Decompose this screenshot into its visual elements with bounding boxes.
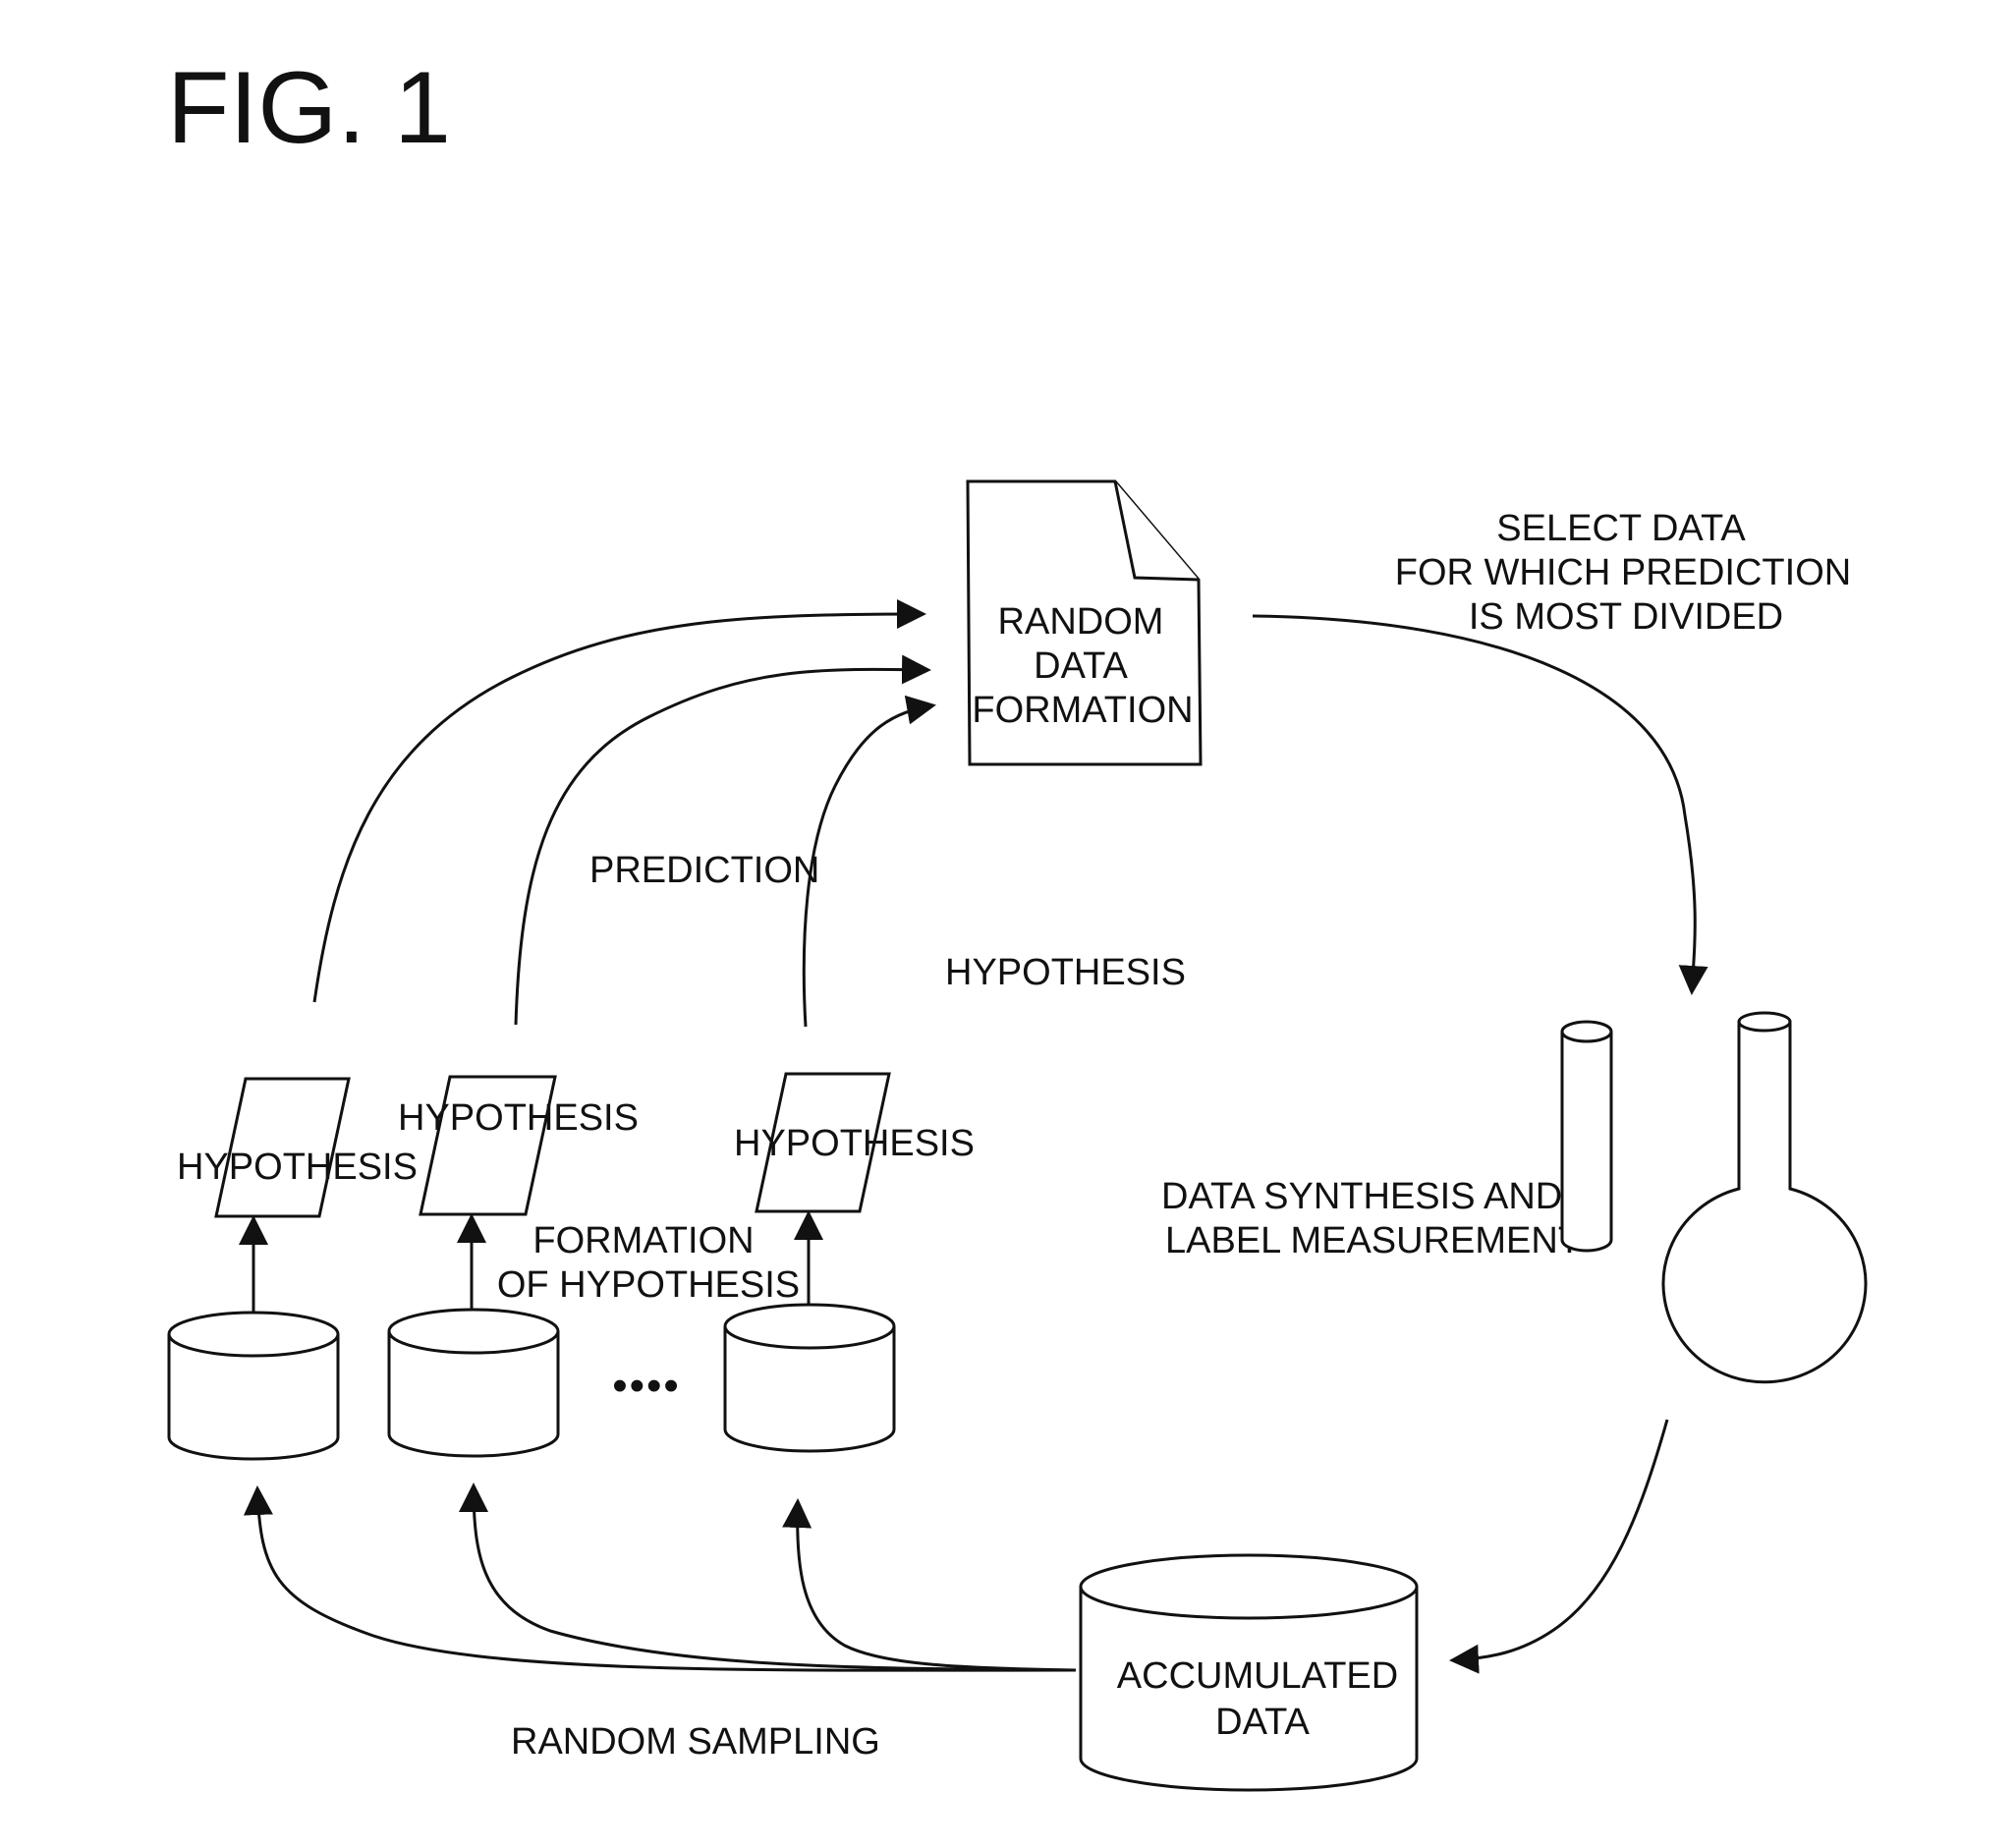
accumulated-data-line-2: DATA — [1215, 1702, 1310, 1743]
random-sampling-label: RANDOM SAMPLING — [511, 1721, 880, 1763]
select-data-line-2: FOR WHICH PREDICTION — [1395, 552, 1851, 593]
database-top-icon — [389, 1310, 558, 1353]
sample-database-1 — [169, 1313, 338, 1459]
hypothesis-box-3-label: HYPOTHESIS — [734, 1123, 975, 1164]
data-synthesis-line-2: LABEL MEASUREMENT — [1165, 1220, 1581, 1261]
data-synthesis-line-1: DATA SYNTHESIS AND — [1161, 1176, 1562, 1217]
random-data-formation-line-2: DATA — [1034, 645, 1128, 687]
random-data-formation-line-3: FORMATION — [972, 690, 1193, 731]
random-sampling-arrow-3 — [798, 1501, 1076, 1670]
prediction-arrow-1 — [314, 614, 924, 1002]
hypothesis-box-1-label: HYPOTHESIS — [177, 1147, 418, 1188]
ellipsis-dots: •••• — [612, 1362, 681, 1410]
flask-icon — [1663, 1013, 1866, 1382]
select-data-arrow — [1253, 616, 1695, 992]
accumulated-data-line-1: ACCUMULATED — [1117, 1655, 1398, 1697]
select-data-line-1: SELECT DATA — [1496, 508, 1746, 549]
database-top-icon — [725, 1305, 894, 1348]
figure-title: FIG. 1 — [167, 51, 451, 165]
sample-database-3 — [725, 1305, 894, 1451]
prediction-arrow-3 — [804, 705, 933, 1027]
database-top-icon — [169, 1313, 338, 1356]
random-data-formation-document: RANDOM DATA FORMATION — [968, 481, 1201, 764]
random-sampling-arrow-2 — [474, 1485, 1076, 1670]
test-tube-icon — [1562, 1022, 1611, 1251]
random-sampling-arrow-1 — [257, 1488, 1076, 1670]
hypothesis-label: HYPOTHESIS — [945, 952, 1186, 993]
formation-of-hypothesis-line-2: OF HYPOTHESIS — [497, 1264, 800, 1306]
accumulated-data-database: ACCUMULATED DATA — [1081, 1555, 1417, 1790]
formation-of-hypothesis-line-1: FORMATION — [532, 1220, 754, 1261]
prediction-arrow-2 — [516, 669, 928, 1025]
synthesis-to-accumulated-arrow — [1452, 1420, 1667, 1660]
prediction-label: PREDICTION — [589, 850, 819, 891]
random-data-formation-line-1: RANDOM — [998, 601, 1164, 643]
hypothesis-box-2-label: HYPOTHESIS — [398, 1097, 639, 1139]
select-data-line-3: IS MOST DIVIDED — [1469, 596, 1783, 638]
sample-database-2 — [389, 1310, 558, 1456]
database-top-icon — [1081, 1555, 1417, 1618]
